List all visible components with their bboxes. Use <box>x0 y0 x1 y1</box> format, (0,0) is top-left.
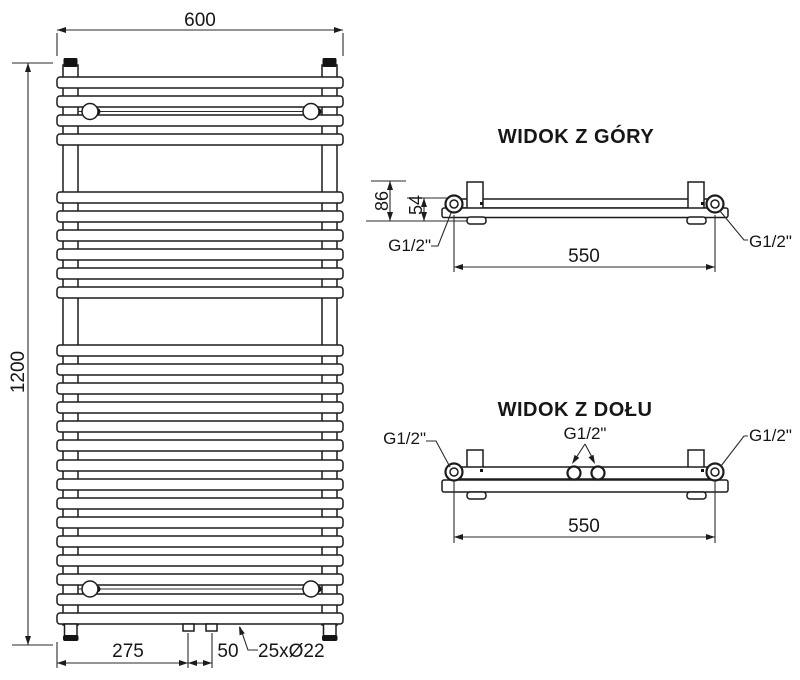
left-vent-cap <box>63 58 78 67</box>
radiator-tube <box>56 267 344 280</box>
leader-right <box>719 210 748 241</box>
bottom-view-collector <box>451 466 719 480</box>
right-vent-cap <box>322 58 337 67</box>
radiator-tube <box>56 478 344 491</box>
radiator-tube <box>56 593 344 606</box>
dim-height-label: 1200 <box>8 351 29 393</box>
dimension-width: 600 <box>56 10 344 56</box>
radiator-tubes <box>56 76 344 625</box>
bottom-view-connection-right-bore <box>710 467 720 477</box>
dim-offset-label: 275 <box>112 641 144 662</box>
top-view-conn-left-label: G1/2" <box>388 236 431 255</box>
top-view-conn-right-label: G1/2" <box>749 232 792 251</box>
top-view-tube-plate <box>441 207 729 219</box>
dimension-height: 1200 <box>8 62 53 646</box>
right-foot-pad <box>322 635 338 641</box>
wall-bracket-circle <box>302 580 320 598</box>
bottom-view: WIDOK Z DOŁU G1/2" G1/2" G1/2" <box>383 399 792 543</box>
radiator-tube <box>56 229 344 242</box>
bottom-view-tube-plate <box>441 479 729 493</box>
dim-depth-label: 86 <box>372 191 392 211</box>
radiator-tube <box>56 535 344 548</box>
dim-spacing-label: 50 <box>217 641 238 662</box>
bottom-view-connection-center-2 <box>590 465 606 481</box>
bottom-view-bracket-foot-right <box>686 491 707 500</box>
radiator-tube <box>56 459 344 472</box>
detail-dot <box>701 469 704 472</box>
bottom-view-bracket-right <box>687 449 705 469</box>
radiator-tube <box>56 612 344 625</box>
bottom-connection-stub-left <box>182 623 195 632</box>
dimension-bottom: 275 50 25xØ22 <box>56 626 325 668</box>
dim-width-label: 600 <box>184 10 216 31</box>
radiator-tube <box>56 363 344 376</box>
top-view-bracket-foot-left <box>466 216 487 225</box>
bottom-view-bracket-left <box>466 449 484 469</box>
radiator-tube <box>56 573 344 586</box>
radiator-tube <box>56 286 344 299</box>
leader-left <box>426 440 451 468</box>
radiator-tube <box>56 497 344 510</box>
top-view-collector <box>451 198 719 209</box>
tube-spec-label: 25xØ22 <box>258 641 325 662</box>
radiator-tube <box>56 516 344 529</box>
radiator-tube <box>56 554 344 567</box>
bottom-view-conn-left-label: G1/2" <box>383 429 426 448</box>
wall-bracket-circle <box>81 580 99 598</box>
radiator-tube <box>56 210 344 223</box>
top-view-title: WIDOK Z GÓRY <box>498 124 655 148</box>
dimension-span-bottom: 550 <box>453 481 716 543</box>
bottom-view-conn-right-label: G1/2" <box>749 426 792 445</box>
bottom-view-title: WIDOK Z DOŁU <box>498 399 653 421</box>
bottom-view-conn-center-label: G1/2" <box>564 424 607 443</box>
dim-span-bottom-label: 550 <box>568 516 600 537</box>
top-view: WIDOK Z GÓRY 86 54 G1/ <box>366 124 792 272</box>
bottom-view-bracket-foot-left <box>466 491 487 500</box>
dimension-depth: 86 54 <box>366 180 468 222</box>
wall-bracket-circle <box>81 102 99 121</box>
dim-axis-label: 54 <box>406 195 426 215</box>
right-foot <box>322 623 337 637</box>
radiator-tube <box>56 95 344 108</box>
wall-bracket-circles <box>81 102 322 598</box>
bottom-view-connection-left-bore <box>449 467 459 477</box>
bottom-connection-stub-right <box>205 623 218 632</box>
radiator-tube <box>56 382 344 395</box>
dim-span-top-label: 550 <box>568 246 600 267</box>
detail-dot <box>480 469 483 472</box>
top-view-connection-left-bore <box>449 199 459 209</box>
radiator-tube <box>56 401 344 414</box>
left-foot-pad <box>63 635 79 641</box>
radiator-tube <box>56 114 344 127</box>
wall-bracket-circle <box>302 102 320 121</box>
dimension-span-top: 550 <box>453 215 716 272</box>
detail-dot <box>701 202 704 205</box>
top-view-connection-right-bore <box>710 199 720 209</box>
radiator-tube <box>56 76 344 89</box>
radiator-tube <box>56 439 344 452</box>
top-view-bracket-foot-right <box>686 216 707 225</box>
radiator-tube <box>56 344 344 357</box>
radiator-tube <box>56 248 344 261</box>
bottom-view-connection-center-1 <box>566 465 582 481</box>
leader-right <box>720 435 748 467</box>
radiator-tube <box>56 420 344 433</box>
radiator-tube <box>56 191 344 204</box>
leader-left <box>431 212 452 247</box>
left-foot <box>63 623 78 637</box>
front-view: 600 1200 275 50 25xØ22 <box>8 10 344 668</box>
radiator-tube <box>56 133 344 146</box>
detail-dot <box>480 202 483 205</box>
